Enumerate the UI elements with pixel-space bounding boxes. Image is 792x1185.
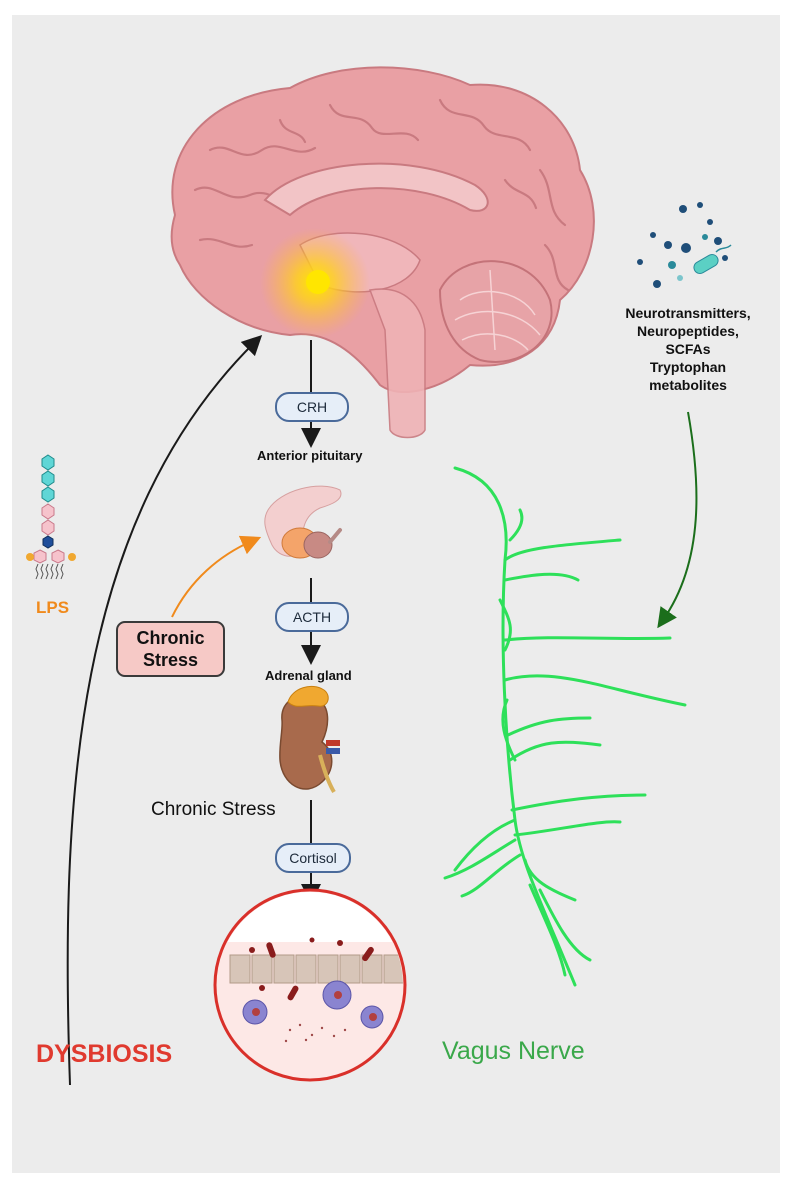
stress-to-pituitary-arrow bbox=[171, 535, 262, 618]
dysbiosis-to-brain-arrow bbox=[66, 334, 263, 1086]
acth-pill: ACTH bbox=[275, 602, 349, 632]
chronic-stress-line-1: Chronic bbox=[136, 628, 205, 648]
pituitary-icon bbox=[264, 485, 342, 559]
vagus-nerve-label: Vagus Nerve bbox=[442, 1037, 585, 1065]
bacteria-icon bbox=[693, 244, 732, 274]
chronic-stress-box-label: Chronic Stress bbox=[117, 627, 224, 671]
gut-epithelium-icon bbox=[213, 888, 407, 1082]
anterior-pituitary-label: Anterior pituitary bbox=[257, 448, 363, 463]
chronic-stress-box bbox=[116, 621, 225, 677]
lps-label: LPS bbox=[36, 598, 70, 617]
cortisol-pill: Cortisol bbox=[275, 843, 351, 873]
brain-icon bbox=[170, 66, 595, 439]
dysbiosis-label: DYSBIOSIS bbox=[36, 1040, 173, 1068]
metabolites-label: Neurotransmitters, Neuropeptides, SCFAs … bbox=[608, 304, 768, 394]
metabolites-line-4: Tryptophan bbox=[649, 359, 727, 375]
lps-molecule-icon bbox=[26, 454, 76, 580]
metabolites-line-3: SCFAs bbox=[665, 341, 711, 357]
kidney-adrenal-icon bbox=[279, 686, 340, 794]
vagus-nerve-icon bbox=[443, 466, 687, 987]
chronic-stress-line-2: Stress bbox=[142, 650, 199, 670]
chronic-stress-caption: Chronic Stress bbox=[151, 799, 276, 820]
metabolite-particles bbox=[637, 202, 728, 288]
metabolites-line-5: metabolites bbox=[649, 377, 727, 393]
metabolites-line-1: Neurotransmitters, bbox=[625, 305, 751, 321]
adrenal-gland-label: Adrenal gland bbox=[265, 668, 352, 683]
metabolites-line-2: Neuropeptides, bbox=[637, 323, 739, 339]
metabolites-to-vagus-arrow bbox=[657, 411, 698, 629]
crh-pill: CRH bbox=[275, 392, 349, 422]
